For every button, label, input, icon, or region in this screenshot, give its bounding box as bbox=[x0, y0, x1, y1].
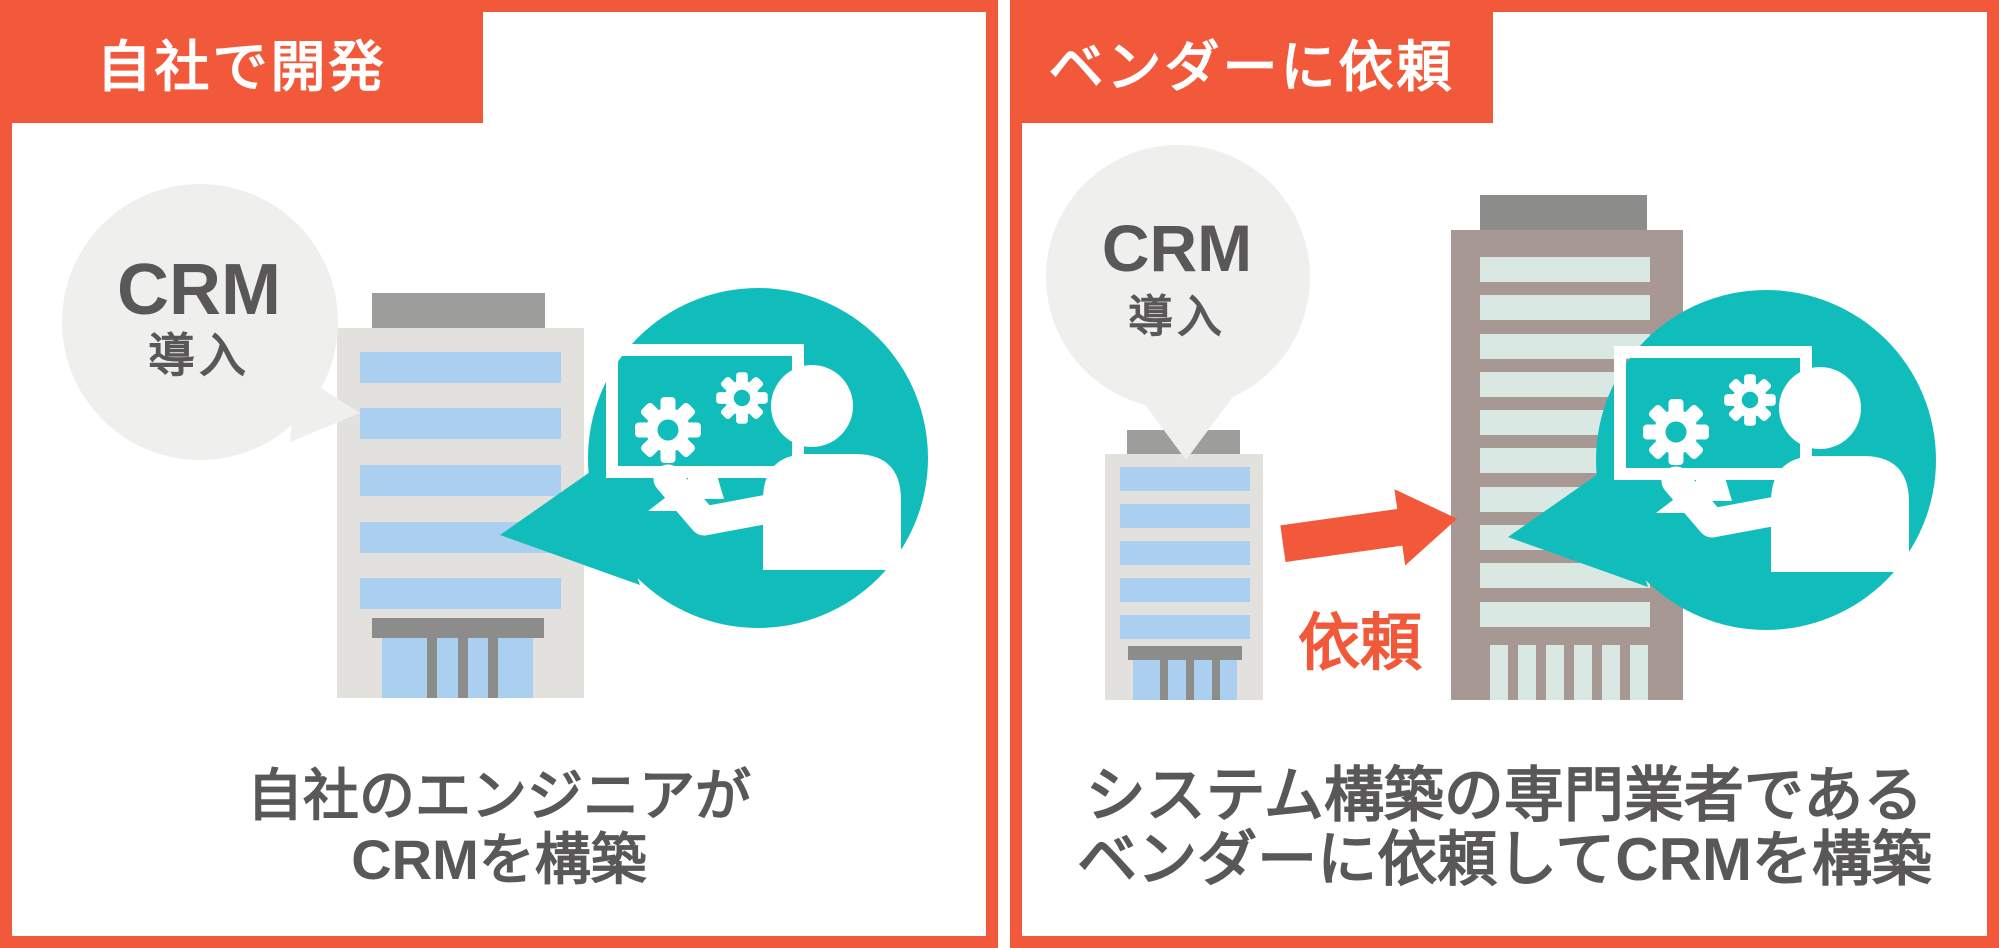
window-band bbox=[360, 352, 561, 383]
door-mullion bbox=[458, 638, 468, 698]
bubble-tail bbox=[1140, 398, 1232, 460]
window-band bbox=[360, 465, 561, 496]
gear-icon bbox=[635, 397, 701, 463]
entrance-bar bbox=[1574, 645, 1592, 700]
door-mullion bbox=[427, 638, 437, 698]
entrance-lintel bbox=[372, 618, 544, 638]
caption-line: ベンダーに依頼してCRMを構築 bbox=[1077, 826, 1932, 893]
header-title-vendor: ベンダーに依頼 bbox=[1048, 35, 1455, 98]
office-building bbox=[337, 293, 584, 698]
bubble-text-donyu: 導入 bbox=[1128, 291, 1226, 342]
gear-icon bbox=[1724, 374, 1776, 426]
bubble-circle bbox=[62, 184, 338, 460]
bubble-text-crm: CRM bbox=[117, 250, 281, 330]
window-band bbox=[1120, 467, 1250, 491]
illustration-inhouse: CRM 導入 bbox=[62, 184, 928, 698]
client-building bbox=[1105, 430, 1263, 700]
building-entrance bbox=[372, 618, 544, 698]
entrance-lintel bbox=[1128, 646, 1242, 660]
caption-vendor: システム構築の専門業者である ベンダーに依頼してCRMを構築 bbox=[1022, 764, 1987, 892]
window-band bbox=[1480, 295, 1650, 320]
door-mullion bbox=[1160, 660, 1168, 700]
person-arm bbox=[653, 464, 805, 536]
person-body bbox=[763, 454, 901, 570]
caption-inhouse: 自社のエンジニアが CRMを構築 bbox=[12, 764, 986, 892]
window-band bbox=[1120, 578, 1250, 602]
person-icon bbox=[1661, 367, 1909, 572]
entrance-bar bbox=[1490, 645, 1508, 700]
caption-line: 自社のエンジニアが bbox=[247, 764, 751, 827]
window-band bbox=[1120, 541, 1250, 565]
arrow-head bbox=[1394, 489, 1458, 566]
header-banner-inhouse: 自社で開発 bbox=[0, 0, 483, 123]
engineer-bubble bbox=[1508, 290, 1936, 630]
caption-line: CRMを構築 bbox=[351, 828, 647, 891]
request-arrow-label: 依頼 bbox=[1298, 609, 1423, 678]
window-band bbox=[360, 578, 561, 609]
bubble-circle bbox=[1046, 145, 1310, 409]
window-band bbox=[360, 408, 561, 439]
building-entrance bbox=[1128, 646, 1242, 700]
building-rooftop bbox=[372, 293, 545, 330]
entrance-glass bbox=[1133, 660, 1237, 700]
crm-speech-bubble: CRM 導入 bbox=[62, 184, 360, 460]
entrance-bar bbox=[1630, 645, 1648, 700]
entrance-bar bbox=[1602, 645, 1620, 700]
person-body bbox=[1771, 456, 1909, 572]
building-windows bbox=[1120, 467, 1250, 639]
door-mullion bbox=[488, 638, 498, 698]
person-icon bbox=[653, 365, 901, 570]
illustration-vendor: CRM 導入 依頼 bbox=[1046, 145, 1936, 700]
request-arrow-icon bbox=[1280, 489, 1458, 566]
window-band bbox=[1480, 257, 1650, 282]
arrow-shaft bbox=[1280, 508, 1405, 563]
engineer-bubble bbox=[500, 288, 928, 628]
gear-icon bbox=[1643, 399, 1709, 465]
person-head bbox=[771, 365, 853, 447]
crm-speech-bubble: CRM 導入 bbox=[1046, 145, 1310, 460]
caption-line: システム構築の専門業者である bbox=[1085, 762, 1924, 829]
door-mullion bbox=[1186, 660, 1194, 700]
building-rooftop bbox=[1480, 195, 1647, 230]
building-entrance bbox=[1490, 645, 1648, 700]
header-title-inhouse: 自社で開発 bbox=[96, 35, 387, 98]
window-band bbox=[1480, 602, 1650, 627]
door-mullion bbox=[1212, 660, 1220, 700]
person-arm bbox=[1661, 466, 1813, 538]
gear-icon bbox=[716, 372, 768, 424]
bubble-text-donyu: 導入 bbox=[148, 329, 250, 382]
window-band bbox=[1120, 615, 1250, 639]
entrance-bar bbox=[1518, 645, 1536, 700]
window-band bbox=[1120, 504, 1250, 528]
person-head bbox=[1779, 367, 1861, 449]
header-banner-vendor: ベンダーに依頼 bbox=[1010, 0, 1493, 123]
bubble-text-crm: CRM bbox=[1102, 211, 1252, 285]
entrance-bar bbox=[1546, 645, 1564, 700]
entrance-glass bbox=[382, 638, 533, 698]
